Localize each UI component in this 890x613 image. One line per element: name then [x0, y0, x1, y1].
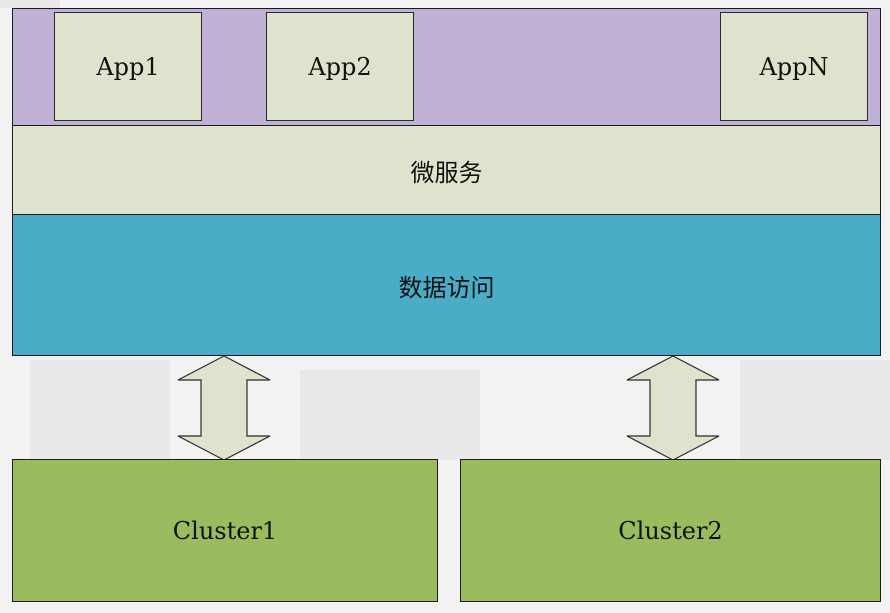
background-tile [300, 370, 480, 460]
data-access-layer: 数据访问 [12, 214, 881, 356]
background-tile [740, 360, 890, 460]
app-label: App2 [308, 52, 372, 81]
cluster-box-1: Cluster1 [12, 459, 438, 602]
microservice-layer: 微服务 [12, 125, 881, 215]
bidirectional-arrow-right [626, 355, 720, 461]
app-box-app2: App2 [266, 12, 414, 121]
bidirectional-arrow-left [177, 355, 271, 461]
background-tile [0, 0, 60, 8]
app-label: AppN [759, 52, 829, 81]
app-box-appn: AppN [720, 12, 868, 121]
microservice-label: 微服务 [410, 158, 483, 187]
data-access-label: 数据访问 [398, 273, 495, 302]
background-tile [30, 360, 170, 460]
app-label: App1 [96, 52, 160, 81]
cluster-label: Cluster1 [172, 516, 278, 545]
app-box-app1: App1 [54, 12, 202, 121]
cluster-box-2: Cluster2 [460, 459, 881, 602]
cluster-label: Cluster2 [618, 516, 723, 545]
